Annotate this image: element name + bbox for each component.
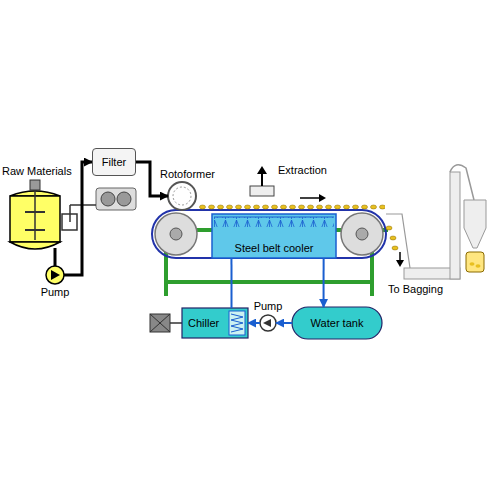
water-tank	[292, 307, 382, 339]
extraction-hood	[261, 172, 263, 186]
exhaust-label: Extraction	[276, 164, 329, 177]
bucket-elevator	[470, 262, 475, 266]
pastilles	[386, 226, 392, 230]
pump-symbol	[51, 270, 60, 280]
discharge-chute	[396, 260, 404, 267]
node-label: Filter	[102, 156, 126, 169]
mixing-vessel	[10, 180, 60, 249]
chiller-unit	[229, 311, 245, 335]
discharge-chute	[386, 214, 410, 268]
bucket-elevator	[466, 252, 484, 272]
node-label: Rotoformer	[160, 168, 215, 181]
chiller-unit	[150, 314, 170, 332]
node-label: Pump	[41, 286, 70, 299]
steel-belt	[152, 210, 386, 258]
extraction-hood	[250, 166, 274, 196]
chiller-unit	[150, 308, 248, 338]
filter-pump-unit	[101, 192, 115, 206]
belt-drum	[356, 228, 368, 240]
filter-pump-unit	[62, 214, 77, 230]
pipe-connector	[323, 258, 325, 307]
support-frame	[166, 280, 372, 284]
outlet-label: To Bagging	[386, 283, 445, 296]
rotoformer-drum	[168, 182, 196, 210]
cooling-trough	[212, 214, 336, 258]
vessel-node: Raw Materials	[10, 190, 60, 248]
mixing-vessel	[10, 242, 60, 249]
bucket-elevator	[464, 200, 486, 248]
water-tank	[292, 307, 382, 339]
filter-pump-unit	[117, 192, 131, 206]
cooling-trough	[214, 217, 334, 227]
chiller-unit	[170, 322, 182, 324]
mixing-vessel	[30, 180, 40, 190]
pipe-connector	[276, 322, 292, 324]
steel-belt	[152, 210, 386, 258]
mixing-vessel	[25, 212, 45, 230]
pump-symbol	[46, 266, 64, 284]
node-label: Steel belt cooler	[235, 242, 314, 255]
pump-symbol	[260, 315, 276, 331]
pastilles	[199, 204, 385, 210]
direction-arrow	[319, 194, 326, 202]
rotoformer-node: Rotoformer	[168, 182, 196, 210]
pipe-connector	[64, 162, 92, 275]
filter-box: Filter	[92, 148, 136, 176]
tank-node: Water tank	[292, 307, 382, 339]
pastilles	[390, 236, 396, 240]
node-label: Water tank	[311, 317, 364, 330]
belt-drum	[341, 213, 383, 255]
pump-node: Pump	[46, 266, 64, 284]
filter-pump-unit	[62, 188, 136, 230]
filter-pump-unit	[96, 188, 136, 210]
discharge-chute	[386, 214, 460, 279]
pump-node: Pump	[260, 315, 276, 331]
rotoformer-drum	[168, 182, 196, 210]
cooler-trough: Steel belt cooler	[212, 214, 336, 258]
chiller-unit	[182, 308, 248, 338]
direction-arrow	[300, 194, 326, 202]
bucket-elevator	[450, 165, 486, 279]
node-label: Raw Materials	[2, 165, 72, 178]
direction-arrow	[300, 197, 322, 199]
bucket-elevator	[476, 264, 481, 268]
belt-drum	[155, 213, 197, 255]
extraction-hood	[250, 186, 274, 196]
chiller-unit	[150, 314, 170, 332]
bucket-elevator	[450, 165, 474, 200]
pump-symbol	[260, 315, 276, 331]
belt-drum	[170, 228, 182, 240]
pipe-connector	[54, 248, 57, 266]
node-label: Pump	[254, 300, 283, 313]
pipe-connector	[230, 258, 232, 308]
pastilles	[392, 246, 398, 250]
pump-symbol	[46, 266, 64, 284]
rotoformer-drum	[173, 187, 191, 205]
extraction-hood	[257, 166, 267, 174]
node-label: Chiller	[188, 317, 219, 330]
bucket-elevator	[450, 172, 460, 279]
cooling-trough	[212, 214, 336, 258]
chiller-unit	[231, 314, 243, 332]
pump-symbol	[263, 319, 271, 327]
pipe-connector	[248, 322, 260, 324]
chiller-box: Chiller	[182, 308, 248, 338]
mixing-vessel	[34, 190, 36, 240]
